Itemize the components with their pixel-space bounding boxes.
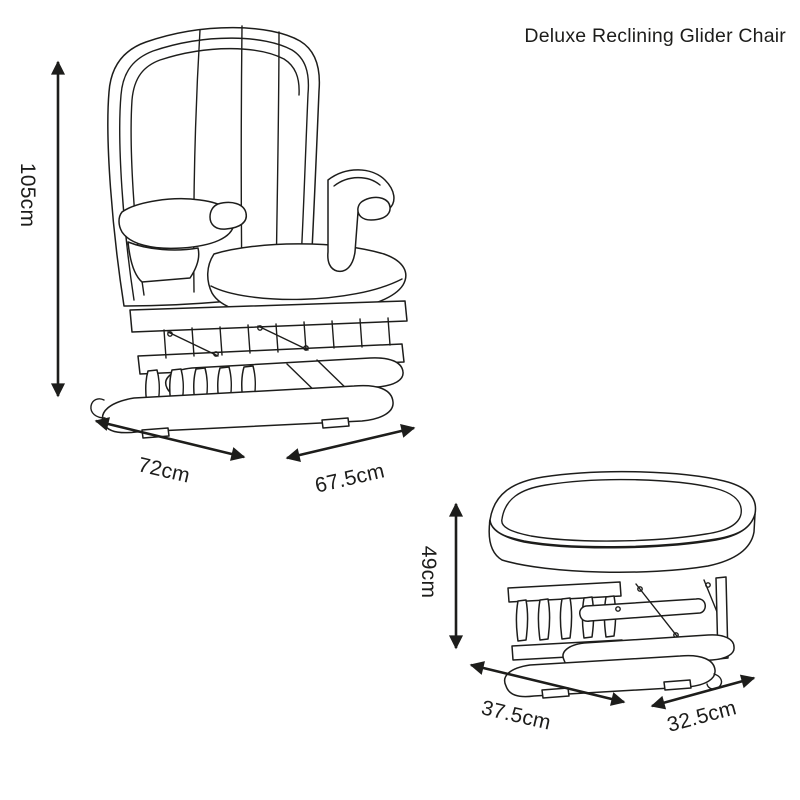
chair-base-slats: [163, 317, 391, 359]
chair-left-armrest: [118, 198, 248, 283]
stool-glider-bar: [579, 598, 706, 622]
chair-depth-label: 67.5cm: [312, 459, 387, 498]
chair-front-skid: [90, 384, 394, 439]
chair-glider-base: [129, 300, 408, 375]
glider-chair-drawing: [90, 25, 408, 439]
stool-cushion: [488, 470, 757, 573]
stool-height-label: 49cm: [417, 545, 440, 599]
chair-right-armrest: [327, 169, 395, 273]
page-title: Deluxe Reclining Glider Chair: [524, 25, 786, 47]
chair-right-arm-cap: [357, 196, 391, 221]
chair-left-arm-cap: [209, 201, 248, 230]
chair-width-label: 72cm: [135, 453, 193, 488]
stool-cushion-skirt: [488, 513, 756, 573]
footstool-drawing: [488, 470, 757, 699]
stool-front-skid: [504, 654, 723, 699]
chair-glider-arms: [167, 325, 309, 357]
chair-height-label: 105cm: [16, 162, 39, 228]
